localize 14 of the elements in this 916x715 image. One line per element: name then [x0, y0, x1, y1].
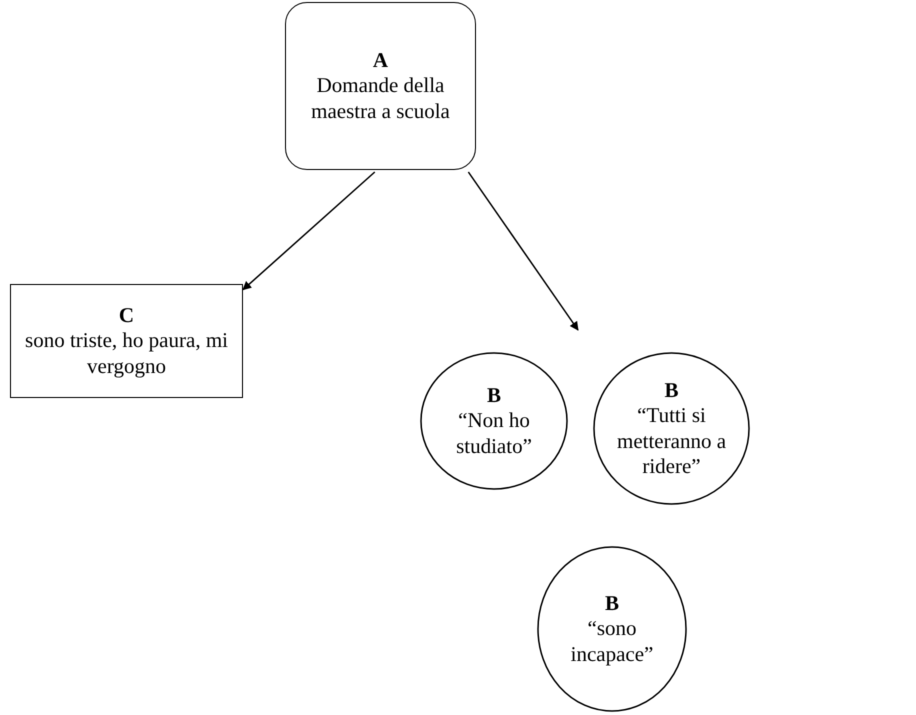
node-letter: B [604, 591, 619, 616]
rounded-box [285, 2, 476, 170]
node-text: “Tutti si metteranno a ridere” [616, 403, 728, 479]
arrow [468, 172, 579, 331]
arrow [242, 171, 376, 290]
node-letter: C [118, 303, 134, 328]
process-box [10, 284, 243, 398]
node-text: Domande della maestra a scuola [310, 73, 451, 124]
node-text: “Non ho studiato” [455, 408, 533, 459]
node-letter: B [664, 378, 678, 404]
node-text: sono triste, ho paura, mi vergogno [24, 328, 229, 379]
node-letter: A [372, 48, 388, 74]
node-text: “sono incapace” [570, 616, 654, 667]
node-letter: B [486, 383, 501, 408]
